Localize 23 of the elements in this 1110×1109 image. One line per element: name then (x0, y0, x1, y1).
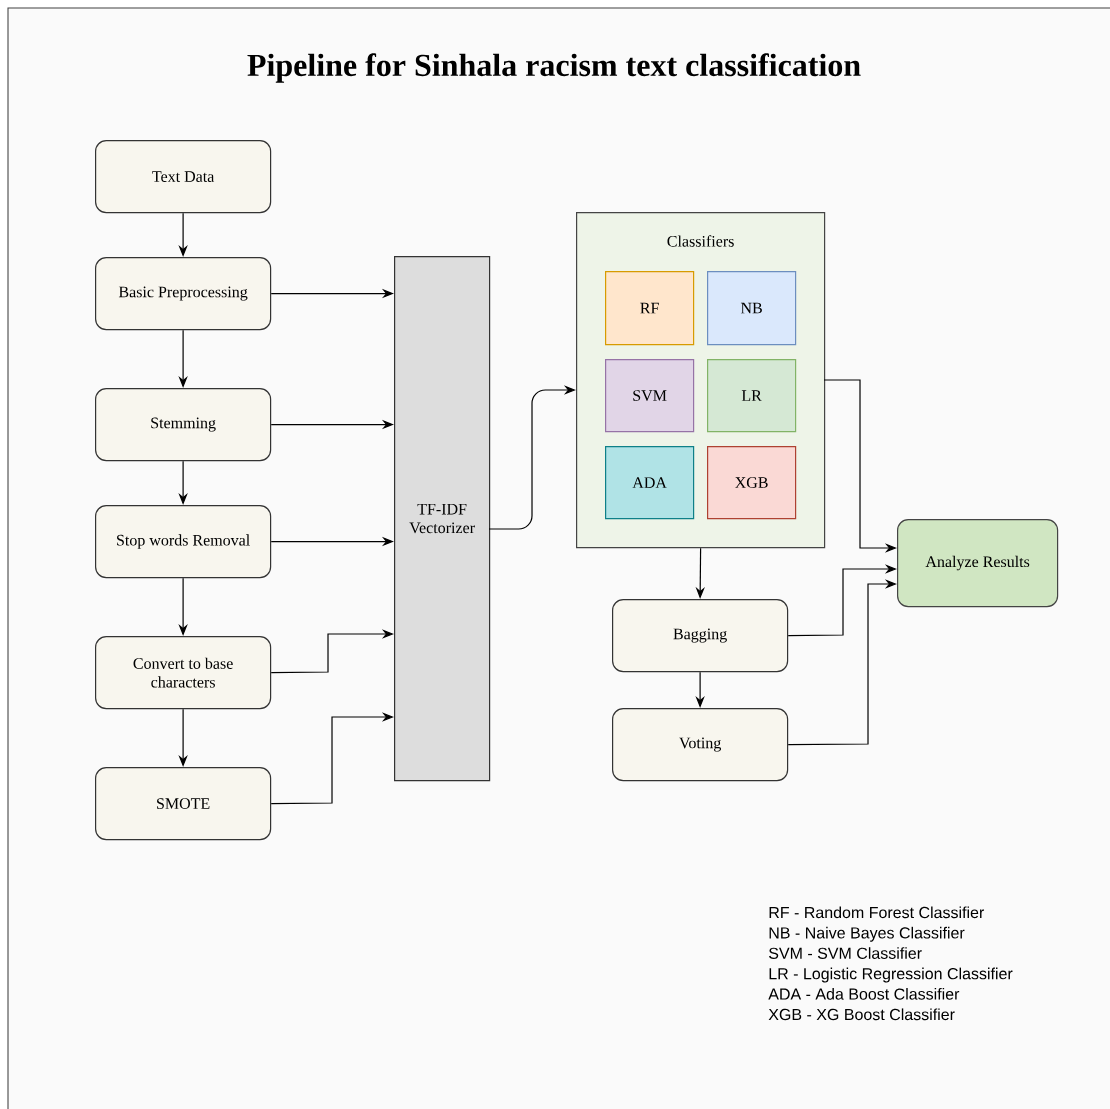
classifier-box: SVM (605, 359, 695, 433)
classifier-box: XGB (707, 446, 797, 520)
legend-text: LR - Logistic Regression Classifier (769, 967, 1013, 983)
classifier-box: LR (707, 359, 797, 433)
process-box: Basic Preprocessing (95, 257, 272, 331)
process-box: SMOTE (95, 767, 272, 841)
classifier-box: ADA (605, 446, 695, 520)
legend-text: NB - Naive Bayes Classifier (769, 926, 965, 942)
process-box: Stop words Removal (95, 505, 272, 579)
legend-text: XGB - XG Boost Classifier (768, 1008, 955, 1021)
legend-text: RF - Random Forest Classifier (769, 906, 984, 919)
vectorizer-box: TF-IDF Vectorizer (394, 256, 491, 782)
classifier-box: NB (707, 271, 797, 346)
process-box: Text Data (95, 140, 272, 214)
title: Pipeline for Sinhala racism text classification (247, 53, 861, 83)
legend-text: ADA - Ada Boost Classifier (768, 988, 960, 1000)
classifier-box: RF (605, 271, 695, 346)
process-box: Convert to base characters (95, 636, 272, 710)
process-box: Stemming (95, 388, 272, 462)
legend-text: SVM - SVM Classifier (769, 947, 922, 959)
result-box: Analyze Results (897, 519, 1059, 608)
process-box: Voting (612, 708, 789, 782)
process-box: Bagging (612, 599, 789, 673)
